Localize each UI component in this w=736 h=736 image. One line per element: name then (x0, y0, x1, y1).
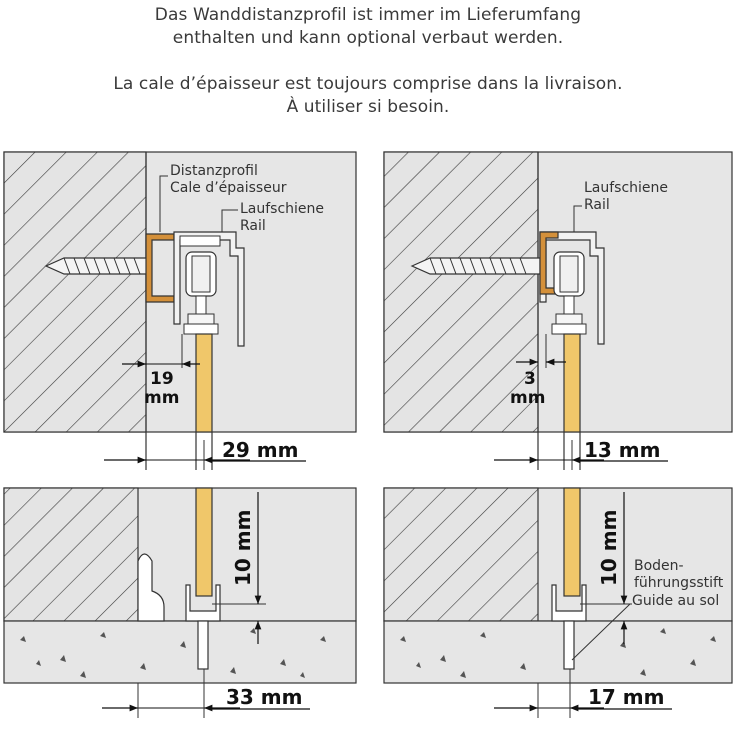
bottom-right-panel: 10 mm Boden- führungsstift Guide au sol … (383, 487, 733, 718)
label-rail-fr: Rail (584, 197, 610, 213)
door-panel (563, 333, 581, 433)
gap-unit: mm (510, 388, 545, 408)
label-spacer-de: Distanzprofil (170, 163, 258, 179)
door-panel (195, 333, 213, 433)
label-rail-de: Laufschiene (240, 201, 324, 217)
wall-hatched (383, 487, 539, 622)
distance-label: 17 mm (588, 685, 664, 709)
door-panel (195, 487, 213, 597)
guide-leader (571, 603, 631, 661)
header-french-line-1: La cale d’épaisseur est toujours compris… (113, 74, 623, 94)
gap-unit: mm (144, 388, 179, 408)
floor-guide (551, 584, 587, 622)
label-spacer-fr: Cale d’épaisseur (170, 180, 287, 196)
concrete-speckles (20, 628, 326, 678)
wall-hatched (3, 151, 147, 433)
height-label: 10 mm (597, 510, 621, 586)
roller-carriage (183, 251, 219, 335)
label-rail-de: Laufschiene (584, 180, 668, 196)
distance-label: 33 mm (226, 685, 302, 709)
header-german-line-2: enthalten und kann optional verbaut werd… (172, 28, 564, 48)
label-guide-de-1: Boden- (634, 558, 684, 574)
distance-label: 29 mm (222, 438, 298, 462)
header-french-line-2: À utiliser si besoin. (286, 97, 450, 117)
top-right-panel: Laufschiene Rail 3 mm 13 mm (383, 151, 733, 470)
bottom-left-panel: 10 mm 33 mm (3, 487, 357, 718)
header-german-line-1: Das Wanddistanzprofil ist immer im Liefe… (154, 5, 582, 25)
floor-concrete (383, 620, 733, 684)
guide-pin (197, 620, 209, 670)
door-panel (563, 487, 581, 597)
label-guide-de-2: führungsstift (634, 575, 724, 591)
wall-hatched (383, 151, 539, 433)
floor-guide (185, 584, 221, 622)
wall-hatched (3, 487, 139, 622)
label-rail-fr: Rail (240, 218, 266, 234)
running-rail (173, 231, 245, 347)
gap-value: 3 (524, 369, 536, 389)
gap-value: 19 (150, 369, 174, 389)
running-rail (539, 231, 605, 345)
screw (44, 257, 151, 275)
guide-pin (563, 620, 575, 670)
roller-carriage (551, 251, 587, 335)
screw (410, 257, 543, 275)
floor-concrete (3, 620, 357, 684)
top-left-panel: Distanzprofil Cale d’épaisseur Laufschie… (3, 151, 357, 470)
distance-label: 13 mm (584, 438, 660, 462)
label-guide-fr: Guide au sol (632, 593, 719, 609)
height-label: 10 mm (231, 510, 255, 586)
rail-highlight (539, 231, 559, 295)
skirting-profile (137, 553, 165, 622)
